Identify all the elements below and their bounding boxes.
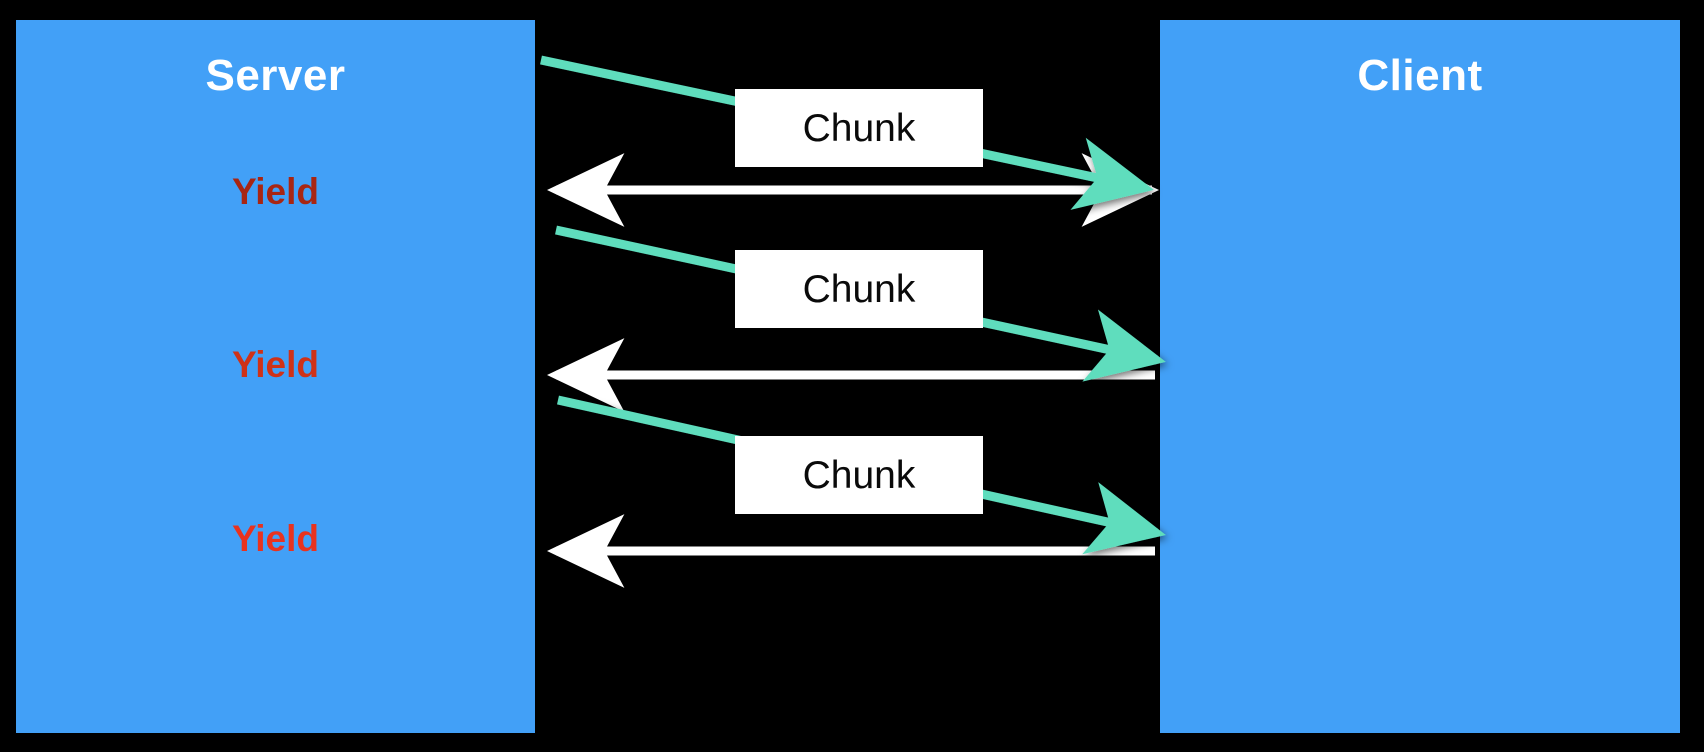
chunk-label-3: Chunk <box>802 453 916 497</box>
chunk-box-2[interactable]: Chunk <box>735 250 983 328</box>
chunk-box-1[interactable]: Chunk <box>735 89 983 167</box>
participant-server[interactable]: Server Yield Yield Yield <box>16 20 535 733</box>
yield-label-3: Yield <box>231 518 320 559</box>
chunk-box-3[interactable]: Chunk <box>735 436 983 514</box>
chunk-label-1: Chunk <box>802 106 916 150</box>
chunk-label-2: Chunk <box>802 267 916 311</box>
yield-label-1: Yield <box>231 171 320 212</box>
yield-label-2: Yield <box>231 344 320 385</box>
participant-server-title: Server <box>205 51 346 100</box>
participant-client[interactable]: Client <box>1160 20 1680 733</box>
participant-client-title: Client <box>1357 51 1483 100</box>
